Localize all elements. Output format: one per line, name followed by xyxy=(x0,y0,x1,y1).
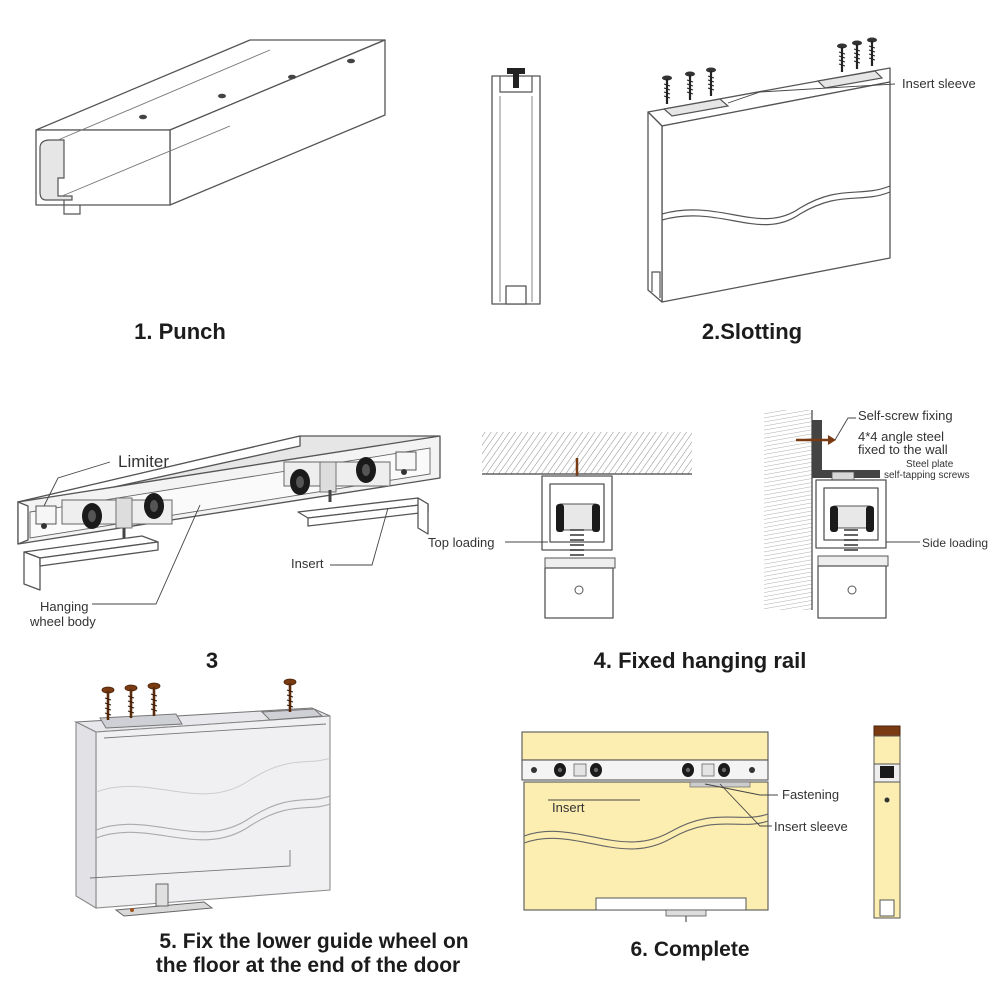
step2-caption: 2.Slotting xyxy=(702,319,802,344)
step6-label-insert-sleeve: Insert sleeve xyxy=(774,819,848,834)
step3-label-limiter: Limiter xyxy=(118,452,169,471)
step6-label-insert: Insert xyxy=(552,800,585,815)
step6-caption: 6. Complete xyxy=(630,938,749,961)
step1-rail-illustration xyxy=(35,39,386,215)
step4-label-top-loading: Top loading xyxy=(428,535,495,550)
step5-caption-line1: 5. Fix the lower guide wheel on xyxy=(159,930,468,953)
step4-label-self-screw: Self-screw fixing xyxy=(858,408,953,423)
step4-top-loading-detail xyxy=(482,432,692,619)
step3-hanging-wheel-assembly xyxy=(17,435,441,605)
door-section-profile xyxy=(491,68,541,305)
step3-caption: 3 xyxy=(206,648,218,673)
step5-caption-line2: the floor at the end of the door xyxy=(156,954,460,977)
step4-side-loading-detail xyxy=(764,410,920,619)
step2-door-slotting xyxy=(647,36,896,303)
step1-caption: 1. Punch xyxy=(134,319,226,344)
step4-label-steel-plate: Steel plate xyxy=(906,459,954,470)
step6-label-fastening: Fastening xyxy=(782,787,839,802)
step4-label-fixed-wall: fixed to the wall xyxy=(858,442,948,457)
step4-label-side-loading: Side loading xyxy=(922,536,988,550)
step3-label-hanging: Hanging xyxy=(40,599,88,614)
step2-label-insert-sleeve: Insert sleeve xyxy=(902,76,976,91)
step6-complete-assembly xyxy=(521,725,901,922)
step3-label-wheel-body: wheel body xyxy=(29,614,96,629)
step4-label-tapping-screws: self-tapping screws xyxy=(884,470,970,481)
step4-caption: 4. Fixed hanging rail xyxy=(594,648,807,673)
step4-label-angle-steel: 4*4 angle steel xyxy=(858,429,944,444)
step5-door-translucent xyxy=(73,677,331,917)
step3-label-insert: Insert xyxy=(291,556,324,571)
